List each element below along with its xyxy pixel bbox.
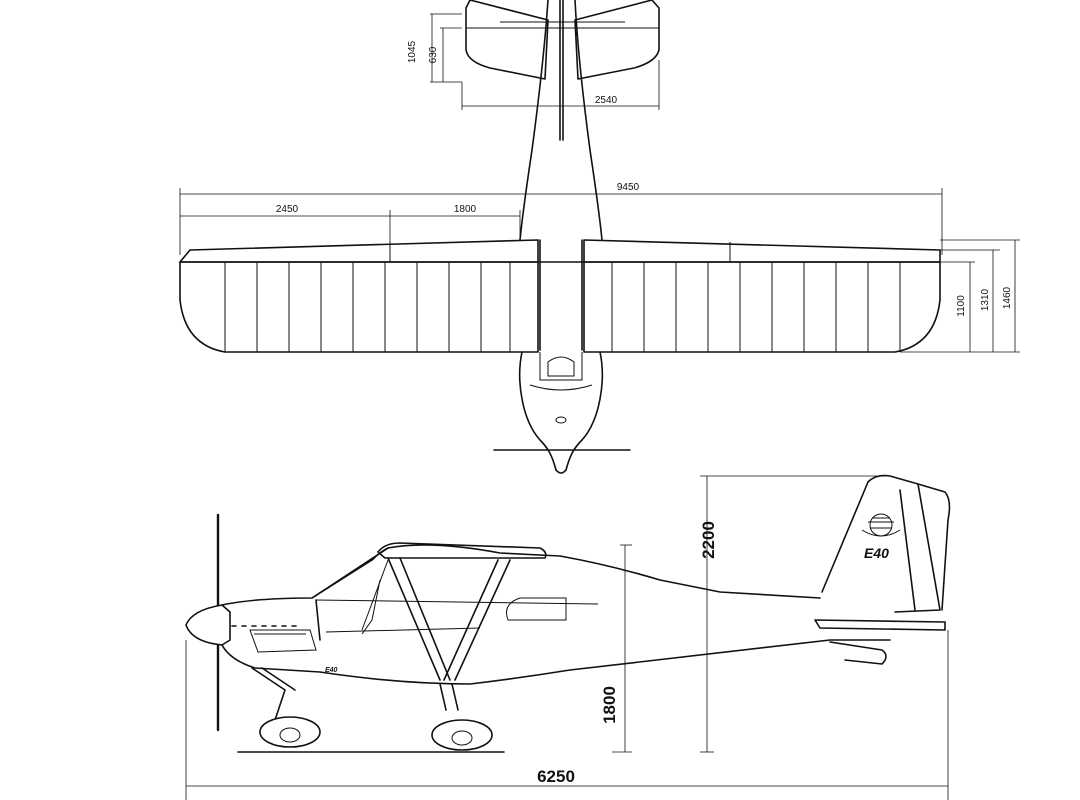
top-view-fuselage <box>519 0 603 351</box>
fuselage-marking: E40 <box>325 667 338 674</box>
dim-chord-flap: 1310 <box>980 288 991 311</box>
top-view: 1045 630 2540 9450 2450 1800 <box>179 0 1020 474</box>
side-view-fuselage: E40 <box>221 544 891 685</box>
dim-wingspan: 9450 <box>617 182 640 193</box>
tail-logo-text: E40 <box>864 545 889 561</box>
wing-chord-dimensions: 1100 1310 1460 <box>900 239 1020 353</box>
top-view-wing <box>179 239 941 353</box>
top-view-tailplane <box>465 0 660 141</box>
dim-chord-total: 1460 <box>1002 286 1013 309</box>
dim-chord-main: 1100 <box>956 295 967 317</box>
side-view-tail: E40 <box>814 474 951 665</box>
dim-tail-inner: 630 <box>428 46 439 63</box>
side-view-dimensions: 2200 1800 6250 <box>185 475 949 800</box>
tail-logo: E40 <box>861 513 901 561</box>
dim-wing-outer: 2450 <box>276 204 299 215</box>
side-view: E40 E40 <box>185 474 951 800</box>
dim-wing-inner: 1800 <box>454 204 477 215</box>
dim-overall-length: 6250 <box>537 767 575 786</box>
side-view-landing-gear <box>237 667 505 753</box>
dim-overall-height: 2200 <box>699 521 718 559</box>
side-view-propeller <box>185 513 231 732</box>
dim-wing-height: 1800 <box>600 686 619 724</box>
top-view-nose <box>493 351 631 474</box>
dim-tail-outer: 1045 <box>407 40 418 63</box>
dim-tail-span: 2540 <box>595 95 618 106</box>
wing-ribs <box>224 262 901 352</box>
side-view-wing <box>361 542 547 681</box>
wing-span-dimensions: 9450 2450 1800 <box>179 182 943 255</box>
tailplane-dimensions: 1045 630 2540 <box>407 13 660 110</box>
